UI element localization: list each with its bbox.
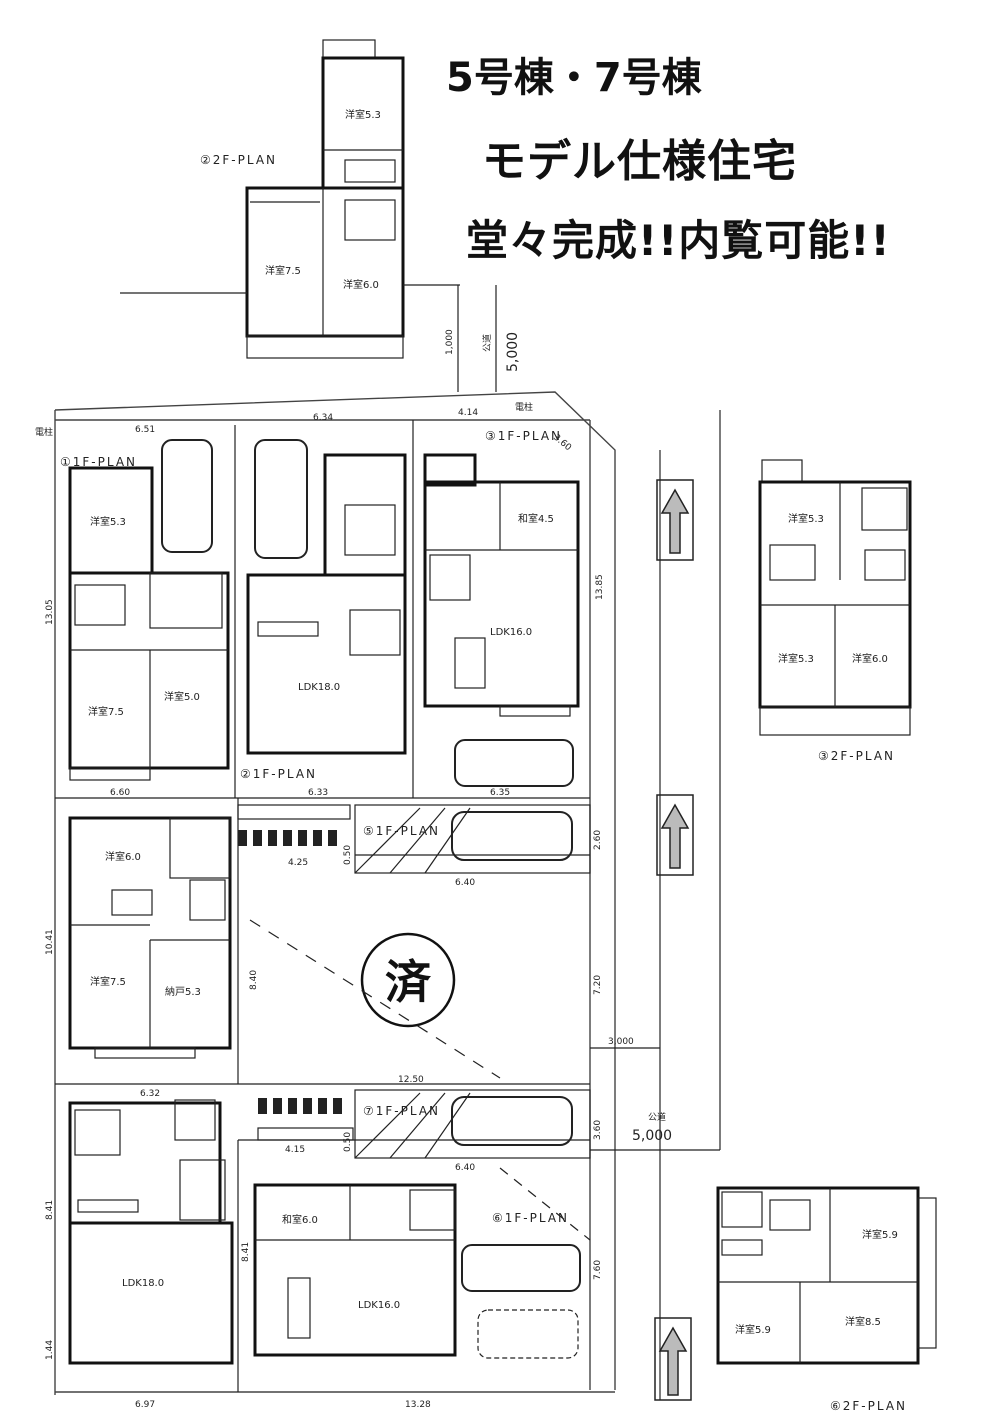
road-arrow-3 bbox=[654, 1317, 692, 1401]
room-3-2f-western-6-0: 洋室6.0 bbox=[852, 652, 888, 665]
room-6-western-6-0: 洋室6.0 bbox=[105, 850, 141, 863]
dim-6-97: 6.97 bbox=[135, 1400, 155, 1410]
label-plan-7-1f: ⑦1F-PLAN bbox=[363, 1104, 440, 1118]
road-arrow-2 bbox=[656, 794, 694, 876]
road-label-right: 公道 bbox=[648, 1111, 666, 1123]
room-1-western-5-3: 洋室5.3 bbox=[90, 515, 126, 528]
dim-2-60: 2.60 bbox=[593, 830, 603, 850]
dim-5000-top: 5,000 bbox=[505, 332, 521, 372]
dim-5000-right: 5,000 bbox=[632, 1128, 672, 1144]
plan-2-2f: 洋室5.3 洋室7.5 洋室6.0 ②2F-PLAN bbox=[200, 39, 405, 359]
label-plan-6-2f: ⑥2F-PLAN bbox=[830, 1399, 907, 1413]
dim-12-50: 12.50 bbox=[398, 1075, 424, 1085]
room-bl-ldk-18: LDK18.0 bbox=[122, 1278, 164, 1289]
room-3-2f-western-5-3a: 洋室5.3 bbox=[788, 512, 824, 525]
dim-6-34: 6.34 bbox=[313, 413, 333, 423]
dim-8-40: 8.40 bbox=[249, 970, 259, 990]
room-6-2f-western-5-9a: 洋室5.9 bbox=[862, 1228, 898, 1241]
dim-7-20: 7.20 bbox=[593, 975, 603, 995]
label-plan-2-2f: ②2F-PLAN bbox=[200, 153, 277, 167]
sold-mark-circle bbox=[360, 932, 456, 1028]
headline-buildings: 5号棟・7号棟 bbox=[446, 55, 702, 101]
dim-1000: 1,000 bbox=[445, 329, 455, 355]
label-plan-6-1f: ⑥1F-PLAN bbox=[492, 1211, 569, 1225]
dim-6-40-a: 6.40 bbox=[455, 878, 475, 888]
dim-4-14: 4.14 bbox=[458, 408, 478, 418]
room-1-western-5-0: 洋室5.0 bbox=[164, 690, 200, 703]
room-western-7-5: 洋室7.5 bbox=[265, 264, 301, 277]
plan-7-1f: ⑦1F-PLAN 4.15 6.40 3.60 0.50 6.32 bbox=[140, 1089, 603, 1173]
label-plan-2-1f: ②1F-PLAN bbox=[240, 767, 317, 781]
road-arrow-1 bbox=[656, 479, 694, 561]
label-plan-3-1f: ③1F-PLAN bbox=[485, 429, 562, 443]
plan-6-2f-right: 洋室5.9 洋室5.9 洋室8.5 ⑥2F-PLAN bbox=[716, 1186, 937, 1413]
dim-8-41: 8.41 bbox=[45, 1200, 55, 1220]
dim-0-50-a: 0.50 bbox=[343, 845, 353, 865]
plan-3-2f: 洋室5.3 洋室5.3 洋室6.0 ③2F-PLAN bbox=[758, 459, 912, 763]
dim-13-28: 13.28 bbox=[405, 1400, 431, 1410]
dim-1-44: 1.44 bbox=[45, 1340, 55, 1360]
label-plan-5-1f: ⑤1F-PLAN bbox=[363, 824, 440, 838]
plan-1-1f: 洋室5.3 洋室7.5 洋室5.0 ①1F-PLAN 13.05 6.60 bbox=[45, 439, 230, 798]
plan-bottom-left-1f: LDK18.0 8.41 1.44 6.97 bbox=[45, 1099, 234, 1410]
dim-0-50-b: 0.50 bbox=[343, 1132, 353, 1152]
room-western-6-0: 洋室6.0 bbox=[343, 278, 379, 291]
dim-3-60: 3.60 bbox=[593, 1120, 603, 1140]
room-3-2f-western-5-3b: 洋室5.3 bbox=[778, 652, 814, 665]
dim-6-35: 6.35 bbox=[490, 788, 510, 798]
plan-2-1f: LDK18.0 ②1F-PLAN 6.33 bbox=[240, 439, 407, 798]
plan-6-2f: 洋室6.0 洋室7.5 納戸5.3 10.41 bbox=[45, 816, 232, 1059]
dim-6-60: 6.60 bbox=[110, 788, 130, 798]
plan-5-1f: ⑤1F-PLAN 4.25 6.40 2.60 0.50 bbox=[237, 804, 603, 888]
dim-4-25: 4.25 bbox=[288, 858, 308, 868]
headline-completed: 堂々完成!!内覧可能!! bbox=[466, 216, 891, 265]
dim-6-51: 6.51 bbox=[135, 425, 155, 435]
room-1-western-7-5: 洋室7.5 bbox=[88, 705, 124, 718]
plan-6-1f: 和室6.0 LDK16.0 ⑥1F-PLAN 13.28 7.60 8.41 bbox=[241, 1167, 603, 1410]
label-utility-pole-1: 電柱 bbox=[515, 401, 533, 413]
plan-3-1f: 和室4.5 LDK16.0 ③1F-PLAN 13.85 6.35 bbox=[423, 429, 605, 798]
dim-7-60: 7.60 bbox=[593, 1260, 603, 1280]
dim-6-33: 6.33 bbox=[308, 788, 328, 798]
label-utility-pole-2: 電柱 bbox=[35, 426, 53, 438]
room-6-western-7-5: 洋室7.5 bbox=[90, 975, 126, 988]
room-6-ldk-16: LDK16.0 bbox=[358, 1300, 400, 1311]
dim-13-05: 13.05 bbox=[45, 599, 55, 625]
dim-3000: 3,000 bbox=[608, 1037, 634, 1047]
room-6-japanese-6-0: 和室6.0 bbox=[282, 1213, 318, 1226]
room-3-ldk-16: LDK16.0 bbox=[490, 627, 532, 638]
room-6-2f-western-5-9b: 洋室5.9 bbox=[735, 1323, 771, 1336]
dim-10-41: 10.41 bbox=[45, 929, 55, 955]
sold-mark: 済 bbox=[385, 955, 432, 1009]
dim-4-15: 4.15 bbox=[285, 1145, 305, 1155]
label-plan-3-2f: ③2F-PLAN bbox=[818, 749, 895, 763]
room-6-2f-western-8-5: 洋室8.5 bbox=[845, 1315, 881, 1328]
dim-6-32: 6.32 bbox=[140, 1089, 160, 1099]
dim-8-41-b: 8.41 bbox=[241, 1242, 251, 1262]
room-6-storage-5-3: 納戸5.3 bbox=[165, 985, 201, 998]
room-western-5-3: 洋室5.3 bbox=[345, 108, 381, 121]
room-2-ldk-18: LDK18.0 bbox=[298, 682, 340, 693]
headline-model-house: モデル仕様住宅 bbox=[482, 136, 797, 187]
room-3-japanese-4-5: 和室4.5 bbox=[518, 512, 554, 525]
road-label-top: 公道 bbox=[481, 334, 493, 352]
label-plan-1-1f: ①1F-PLAN bbox=[60, 455, 137, 469]
dim-13-85: 13.85 bbox=[595, 574, 605, 600]
dim-6-40-b: 6.40 bbox=[455, 1163, 475, 1173]
